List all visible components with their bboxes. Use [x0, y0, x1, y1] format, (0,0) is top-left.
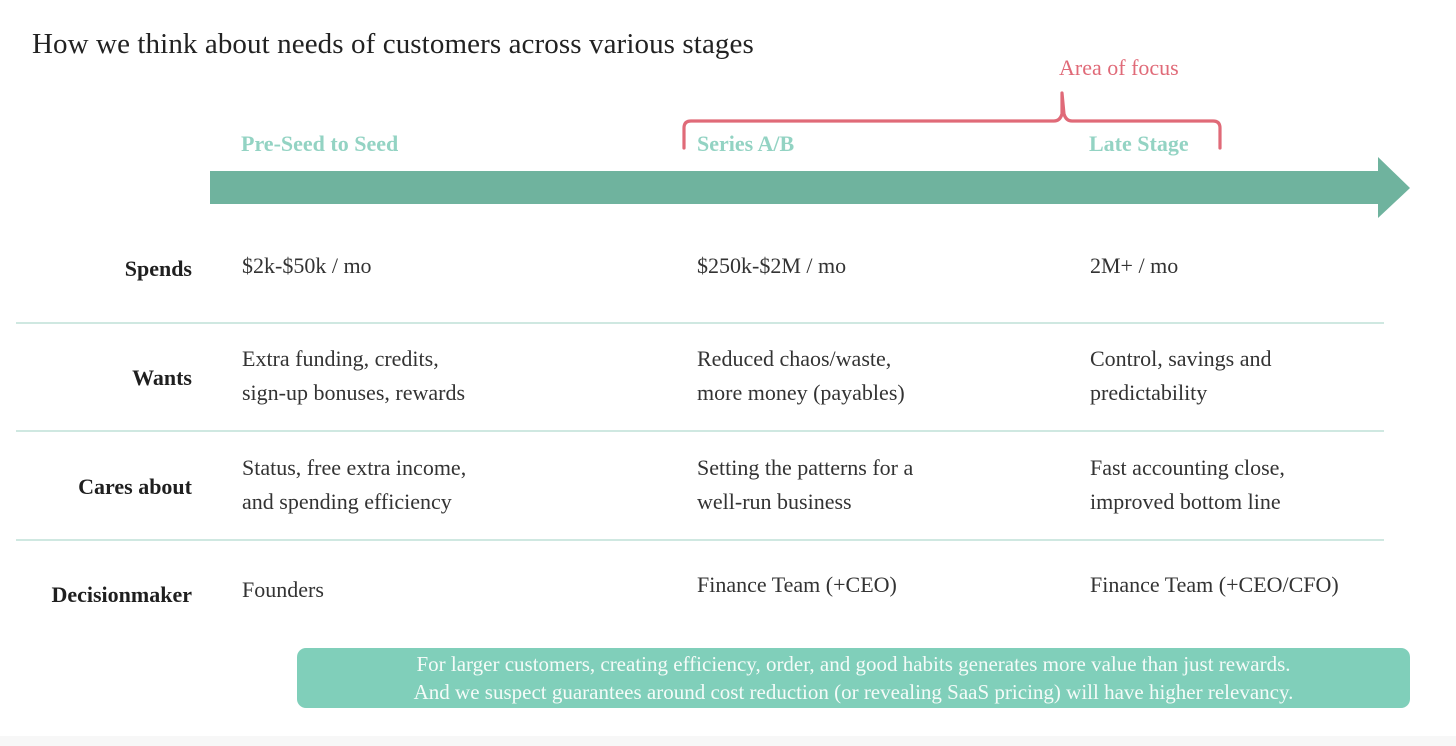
stage-label-series-ab: Series A/B [697, 131, 795, 156]
cell-line: Status, free extra income, [242, 455, 467, 480]
cell-line: Fast accounting close, [1090, 455, 1285, 480]
callout-line: And we suspect guarantees around cost re… [413, 680, 1294, 704]
cares-series-ab: Setting the patterns for a well-run busi… [697, 451, 913, 519]
wants-late-stage: Control, savings and predictability [1090, 342, 1272, 410]
focus-bracket-icon [682, 91, 1222, 150]
cell-line: sign-up bonuses, rewards [242, 380, 466, 405]
row-label-decisionmaker: Decisionmaker [51, 582, 192, 607]
wants-series-ab: Reduced chaos/waste, more money (payable… [697, 342, 905, 410]
spends-series-ab: $250k-$2M / mo [697, 249, 846, 283]
cell-line: $250k-$2M / mo [697, 253, 847, 278]
cell-line: and spending efficiency [242, 489, 452, 514]
spends-late-stage: 2M+ / mo [1090, 249, 1178, 283]
cell-line: $2k-$50k / mo [242, 253, 372, 278]
cell-line: predictability [1090, 380, 1208, 405]
cell-line: improved bottom line [1090, 489, 1281, 514]
spends-pre-seed: $2k-$50k / mo [242, 249, 372, 283]
stage-label-pre-seed: Pre-Seed to Seed [241, 131, 399, 156]
cell-line: Setting the patterns for a [697, 455, 914, 480]
cell-line: more money (payables) [697, 380, 905, 405]
row-label-spends: Spends [124, 256, 192, 281]
row-divider [16, 539, 1384, 541]
bottom-strip [0, 736, 1456, 746]
cell-line: 2M+ / mo [1090, 253, 1179, 278]
cell-line: well-run business [697, 489, 852, 514]
row-label-cares-about: Cares about [78, 474, 192, 499]
insight-callout: For larger customers, creating efficienc… [297, 648, 1410, 708]
wants-pre-seed: Extra funding, credits, sign-up bonuses,… [242, 342, 465, 410]
area-of-focus-label: Area of focus [1059, 55, 1179, 80]
stage-label-late-stage: Late Stage [1089, 131, 1189, 156]
cell-line: Finance Team (+CEO) [697, 572, 897, 597]
row-divider [16, 430, 1384, 432]
cell-line: Founders [242, 577, 324, 602]
timeline-arrow-icon [210, 157, 1410, 218]
row-divider [16, 322, 1384, 324]
cell-line: Extra funding, credits, [242, 346, 439, 371]
decisionmaker-late-stage: Finance Team (+CEO/CFO) [1090, 568, 1339, 602]
row-label-wants: Wants [132, 365, 192, 390]
cares-pre-seed: Status, free extra income, and spending … [242, 451, 466, 519]
decisionmaker-pre-seed: Founders [242, 573, 324, 607]
slide-title: How we think about needs of customers ac… [32, 28, 754, 60]
cell-line: Control, savings and [1090, 346, 1272, 371]
callout-line: For larger customers, creating efficienc… [416, 652, 1291, 676]
cell-line: Reduced chaos/waste, [697, 346, 892, 371]
decisionmaker-series-ab: Finance Team (+CEO) [697, 568, 897, 602]
cell-line: Finance Team (+CEO/CFO) [1090, 572, 1339, 597]
cares-late-stage: Fast accounting close, improved bottom l… [1090, 451, 1285, 519]
